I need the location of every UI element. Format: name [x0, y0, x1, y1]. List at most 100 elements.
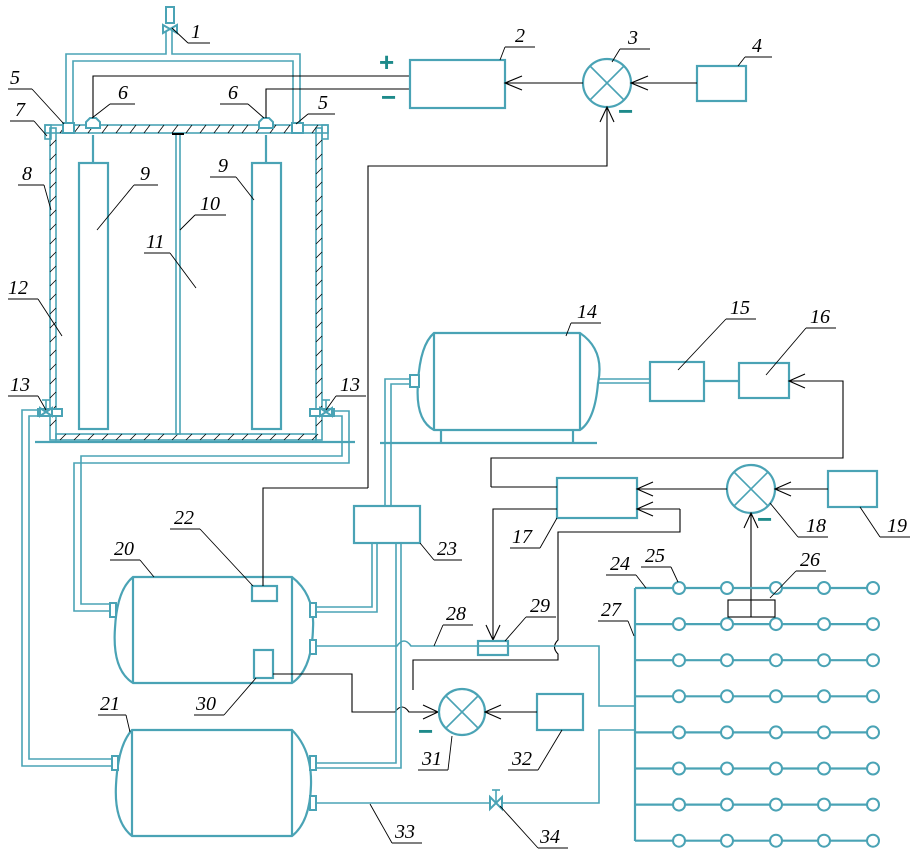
part-label-27: 27 — [601, 599, 622, 621]
signal-to-31 — [412, 509, 681, 690]
leader-line-32 — [508, 729, 563, 771]
leader-line-20 — [110, 559, 155, 578]
part-label-26: 26 — [800, 549, 820, 571]
spray-nozzle — [720, 725, 734, 740]
part-label-6: 6 — [118, 82, 128, 104]
part-label-12: 12 — [8, 277, 28, 299]
part-label-33: 33 — [394, 821, 415, 843]
spray-nozzle — [817, 725, 831, 740]
block-2 — [408, 58, 507, 110]
sensor-26 — [727, 599, 776, 618]
spray-nozzle — [769, 653, 783, 668]
pipe-33 — [316, 729, 635, 804]
part-label-10: 10 — [200, 193, 220, 215]
spray-nozzle — [866, 761, 880, 776]
spray-nozzle — [769, 761, 783, 776]
leader-line-1 — [171, 27, 210, 44]
minus-sign-2: − — [381, 82, 396, 112]
arrow-3-to-2 — [503, 75, 583, 91]
block-4 — [695, 64, 748, 103]
sensor-22 — [250, 584, 279, 603]
block-23 — [352, 504, 422, 545]
spray-nozzle — [817, 617, 831, 632]
arrow-18-to-17 — [635, 481, 727, 497]
lid-flange-left — [44, 124, 52, 140]
vessel-right-wall — [315, 127, 323, 441]
terminal-right — [258, 117, 274, 129]
part-label-3: 3 — [627, 27, 638, 49]
spray-nozzle — [720, 833, 734, 848]
leader-line-2 — [499, 46, 535, 61]
leader-line-3 — [611, 48, 650, 63]
gas-outlet-right — [291, 122, 304, 134]
electrode-left — [77, 161, 110, 431]
block-32 — [535, 692, 585, 732]
part-label-28: 28 — [446, 603, 466, 625]
part-label-23: 23 — [437, 538, 457, 560]
arrow-19-to-18 — [773, 481, 828, 497]
valve-1-icon — [162, 23, 178, 35]
leader-line-4 — [737, 56, 772, 67]
part-label-8: 8 — [22, 163, 32, 185]
vessel-left-wall — [49, 127, 57, 441]
part-label-30: 30 — [195, 693, 216, 715]
minus-sign-3: − — [618, 96, 633, 126]
spray-nozzle — [866, 725, 880, 740]
membrane — [175, 133, 181, 435]
leader-line-9 — [210, 176, 255, 201]
part-label-20: 20 — [114, 538, 134, 560]
spray-nozzle — [672, 797, 686, 812]
spray-nozzle — [672, 689, 686, 704]
electrode-right — [250, 161, 283, 431]
lid-flange-right — [321, 124, 329, 140]
leader-line-10 — [179, 214, 226, 231]
separator-23 — [316, 504, 422, 769]
part-label-25: 25 — [645, 545, 665, 567]
leader-line-15 — [677, 318, 756, 371]
pipe-28 — [316, 640, 635, 707]
part-label-22: 22 — [174, 507, 194, 529]
vessel-bottom — [55, 433, 317, 441]
block-19 — [826, 469, 879, 509]
spray-nozzle — [769, 689, 783, 704]
plus-sign: + — [379, 47, 394, 77]
feedback-22-to-3 — [367, 105, 615, 452]
leader-line-6 — [220, 103, 265, 119]
part-label-2: 2 — [515, 25, 525, 47]
spray-nozzle — [720, 617, 734, 632]
part-label-5: 5 — [10, 67, 20, 89]
spray-nozzle — [672, 653, 686, 668]
leader-line-13 — [8, 395, 47, 411]
spray-nozzle — [817, 581, 831, 595]
part-label-31: 31 — [421, 748, 442, 770]
spray-nozzle — [866, 617, 880, 632]
leader-line-11 — [144, 252, 197, 289]
leader-line-25 — [641, 566, 679, 583]
spray-nozzle — [720, 581, 734, 595]
sensor-30 — [252, 648, 275, 680]
gas-header — [65, 6, 301, 123]
leader-line-14 — [565, 322, 601, 337]
receiver-14-inlet — [409, 374, 420, 388]
spray-nozzle — [672, 725, 686, 740]
leader-line-12 — [8, 298, 63, 337]
spray-nozzle — [672, 581, 686, 595]
leader-line-31 — [418, 735, 453, 771]
vessel-outlet-pipes — [21, 409, 350, 767]
part-label-19: 19 — [887, 515, 907, 537]
part-label-13: 13 — [10, 374, 30, 396]
block-16 — [737, 361, 791, 400]
leader-lines — [8, 27, 910, 849]
part-label-14: 14 — [577, 301, 597, 323]
leader-line-29 — [504, 616, 556, 642]
arrow-26-to-18 — [743, 511, 759, 617]
part-label-6: 6 — [228, 82, 238, 104]
leader-line-24 — [606, 574, 647, 589]
part-label-16: 16 — [810, 306, 830, 328]
leader-line-5 — [295, 113, 335, 125]
spray-nozzle — [817, 833, 831, 848]
spray-nozzle — [720, 797, 734, 812]
spray-nozzle — [672, 617, 686, 632]
tank-20 — [109, 452, 635, 720]
spray-nozzle — [720, 689, 734, 704]
